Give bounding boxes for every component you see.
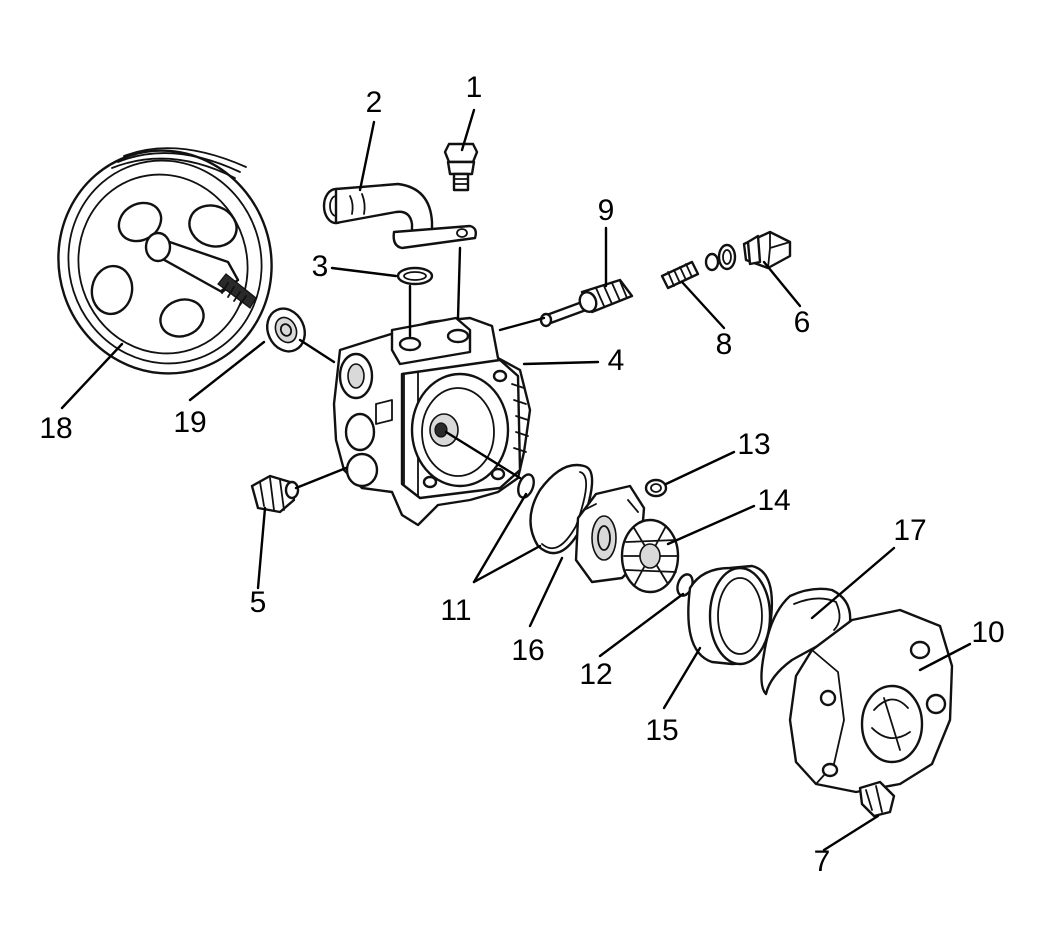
pulley-part <box>57 147 273 375</box>
callout-18: 18 <box>39 412 72 445</box>
callout-13: 13 <box>737 428 770 461</box>
callout-9: 9 <box>598 194 615 227</box>
o-ring-part <box>396 266 434 286</box>
leader-lines <box>60 108 972 852</box>
callout-16: 16 <box>511 634 544 667</box>
callout-5: 5 <box>250 586 267 619</box>
callout-3: 3 <box>312 250 329 283</box>
rear-housing-part <box>788 608 954 794</box>
inlet-pipe-part <box>322 182 478 250</box>
callout-1: 1 <box>466 71 483 104</box>
spring-part <box>660 260 700 290</box>
callout-labels: 1 2 3 4 5 6 7 8 9 10 11 12 13 14 15 16 1… <box>39 71 1004 878</box>
callout-7: 7 <box>814 845 831 878</box>
callout-15: 15 <box>645 714 678 747</box>
callout-14: 14 <box>757 484 790 517</box>
callout-8: 8 <box>716 328 733 361</box>
callout-6: 6 <box>794 306 811 339</box>
rotor-part <box>620 518 680 594</box>
plug-part <box>704 230 792 272</box>
pump-body-part <box>332 316 532 527</box>
callout-4: 4 <box>608 344 625 377</box>
callout-10: 10 <box>971 616 1004 649</box>
flow-control-valve-part <box>539 278 634 328</box>
cap-part <box>644 478 668 498</box>
callout-11: 11 <box>440 594 471 627</box>
bolt-part <box>443 142 479 192</box>
callout-19: 19 <box>173 406 206 439</box>
cam-ring-part <box>687 564 774 666</box>
gasket-part <box>760 587 852 696</box>
pressure-switch-part <box>250 474 300 514</box>
callout-17: 17 <box>893 514 926 547</box>
callout-2: 2 <box>366 86 383 119</box>
housing-bolt-part <box>858 780 896 818</box>
seal-part <box>266 307 306 353</box>
callout-12: 12 <box>579 658 612 691</box>
